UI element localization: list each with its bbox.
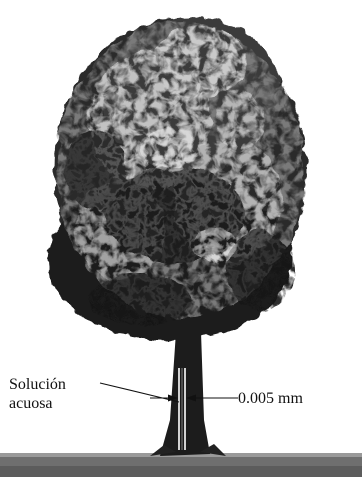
aqueous-solution-label-line1: Solución — [9, 375, 66, 394]
ground — [0, 453, 362, 477]
tree-canopy — [48, 17, 306, 340]
tree-trunk — [150, 332, 226, 456]
aqueous-solution-label-line2: acuosa — [9, 394, 66, 413]
leader-line — [100, 383, 179, 402]
aqueous-solution-label: Solución acuosa — [9, 375, 66, 413]
measurement-label: 0.005 mm — [238, 389, 303, 408]
width-dimension-arrows — [150, 395, 238, 402]
